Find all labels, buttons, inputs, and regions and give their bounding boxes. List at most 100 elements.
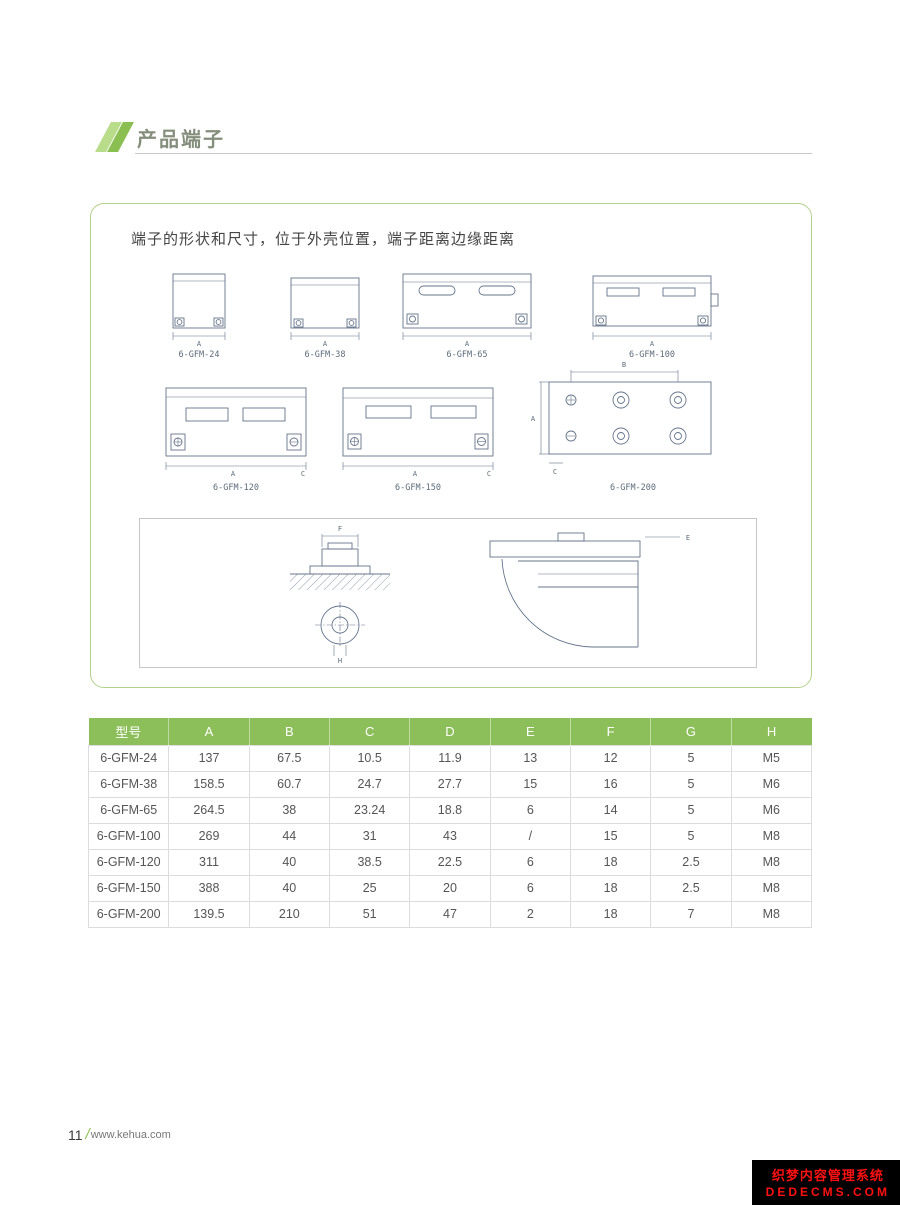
column-header: H xyxy=(731,718,812,745)
model-cell: 6-GFM-38 xyxy=(87,770,170,798)
value-cell: 137 xyxy=(168,744,250,772)
table-row: 6-GFM-100 269 44 31 43 / 15 5 M8 xyxy=(87,822,813,850)
diagram-caption: 6-GFM-100 xyxy=(629,350,675,360)
value-cell: 27.7 xyxy=(409,770,491,798)
value-cell: M6 xyxy=(730,796,813,824)
column-header: D xyxy=(409,718,491,745)
value-cell: 7 xyxy=(650,900,732,928)
dim-label: C xyxy=(553,468,557,476)
column-header: A xyxy=(168,718,250,745)
value-cell: 5 xyxy=(650,744,732,772)
battery-outline-drawings: A 6-GFM-24 A 6-GFM-38 xyxy=(165,273,719,493)
value-cell: 5 xyxy=(650,822,732,850)
value-cell: 38 xyxy=(248,796,330,824)
diagram-caption: 6-GFM-200 xyxy=(610,483,656,493)
header-divider xyxy=(135,153,812,154)
table-row: 6-GFM-200 139.5 210 51 47 2 18 7 M8 xyxy=(87,900,813,928)
value-cell: M5 xyxy=(730,744,813,772)
column-header: F xyxy=(570,718,652,745)
diagram-6-gfm-65: A 6-GFM-65 xyxy=(402,273,532,360)
diagram-6-gfm-120: A C 6-GFM-120 xyxy=(165,387,307,493)
header-slash-icon xyxy=(95,122,135,152)
section-header: 产品端子 xyxy=(95,120,812,154)
value-cell: 5 xyxy=(650,770,732,798)
model-cell: 6-GFM-150 xyxy=(87,874,170,902)
model-cell: 6-GFM-24 xyxy=(87,744,170,772)
value-cell: 18 xyxy=(569,874,652,902)
dim-label: A xyxy=(413,470,418,478)
value-cell: 43 xyxy=(409,822,491,850)
value-cell: 44 xyxy=(248,822,330,850)
value-cell: 6 xyxy=(489,796,571,824)
case-corner-profile: E xyxy=(489,532,690,648)
value-cell: 2.5 xyxy=(650,848,732,876)
value-cell: 31 xyxy=(328,822,411,850)
intro-text: 端子的形状和尺寸，位于外壳位置，端子距离边缘距离 xyxy=(131,231,516,248)
table-row: 6-GFM-38 158.5 60.7 24.7 27.7 15 16 5 M6 xyxy=(87,770,813,798)
value-cell: 2 xyxy=(489,900,571,928)
terminal-diagram-panel: 端子的形状和尺寸，位于外壳位置，端子距离边缘距离 A 6-GFM-24 xyxy=(90,203,812,688)
diagram-6-gfm-24: A 6-GFM-24 xyxy=(172,273,226,360)
value-cell: 24.7 xyxy=(328,770,411,798)
diagram-caption: 6-GFM-150 xyxy=(395,483,441,493)
footer-slash-icon: / xyxy=(85,1126,90,1144)
value-cell: 67.5 xyxy=(248,744,330,772)
column-header: 型号 xyxy=(88,718,170,745)
value-cell: 10.5 xyxy=(328,744,411,772)
dimension-table: 型号 A B C D E F G H 6-GFM-24 137 67.5 10.… xyxy=(87,718,813,928)
diagram-caption: 6-GFM-38 xyxy=(305,350,346,360)
model-cell: 6-GFM-100 xyxy=(87,822,170,850)
value-cell: M6 xyxy=(730,770,813,798)
value-cell: 15 xyxy=(489,770,571,798)
page-number: 11 xyxy=(68,1126,83,1143)
model-cell: 6-GFM-65 xyxy=(87,796,170,824)
value-cell: 139.5 xyxy=(168,900,250,928)
dim-label: A xyxy=(531,415,536,423)
value-cell: 18 xyxy=(569,848,652,876)
value-cell: M8 xyxy=(730,848,813,876)
value-cell: 23.24 xyxy=(328,796,411,824)
value-cell: 12 xyxy=(569,744,652,772)
dim-label: E xyxy=(686,534,690,542)
column-header: C xyxy=(329,718,411,745)
value-cell: 22.5 xyxy=(409,848,491,876)
footer-website: www.kehua.com xyxy=(90,1128,171,1141)
terminal-detail-box: F H E xyxy=(139,518,757,668)
value-cell: 60.7 xyxy=(248,770,330,798)
value-cell: 40 xyxy=(248,848,330,876)
value-cell: M8 xyxy=(730,822,813,850)
dim-label: B xyxy=(622,361,626,369)
column-header: B xyxy=(249,718,330,745)
value-cell: M8 xyxy=(730,874,813,902)
table-row: 6-GFM-120 311 40 38.5 22.5 6 18 2.5 M8 xyxy=(87,848,813,876)
value-cell: 2.5 xyxy=(650,874,732,902)
value-cell: 6 xyxy=(489,874,571,902)
diagram-6-gfm-38: A 6-GFM-38 xyxy=(290,277,360,360)
diagram-6-gfm-200: B A C 6-GFM-200 xyxy=(531,361,712,493)
diagram-6-gfm-100: A 6-GFM-100 xyxy=(592,275,719,360)
value-cell: M8 xyxy=(730,900,813,928)
value-cell: 25 xyxy=(328,874,411,902)
model-cell: 6-GFM-200 xyxy=(87,900,170,928)
dim-label: A xyxy=(197,340,202,348)
table-header-row: 型号 A B C D E F G H xyxy=(88,718,812,745)
dim-label: A xyxy=(650,340,655,348)
page-title: 产品端子 xyxy=(137,129,225,151)
value-cell: 18.8 xyxy=(409,796,491,824)
value-cell: 264.5 xyxy=(168,796,250,824)
dim-label: H xyxy=(338,657,342,665)
value-cell: 158.5 xyxy=(168,770,250,798)
model-cell: 6-GFM-120 xyxy=(87,848,170,876)
terminal-detail-drawings: F H E xyxy=(290,525,690,665)
value-cell: 14 xyxy=(569,796,652,824)
dim-label: A xyxy=(323,340,328,348)
value-cell: 40 xyxy=(248,874,330,902)
value-cell: 210 xyxy=(248,900,330,928)
dim-label: C xyxy=(301,470,305,478)
value-cell: 20 xyxy=(409,874,491,902)
value-cell: 51 xyxy=(328,900,411,928)
table-row: 6-GFM-24 137 67.5 10.5 11.9 13 12 5 M5 xyxy=(87,744,813,772)
value-cell: 18 xyxy=(569,900,652,928)
dim-label: C xyxy=(487,470,491,478)
